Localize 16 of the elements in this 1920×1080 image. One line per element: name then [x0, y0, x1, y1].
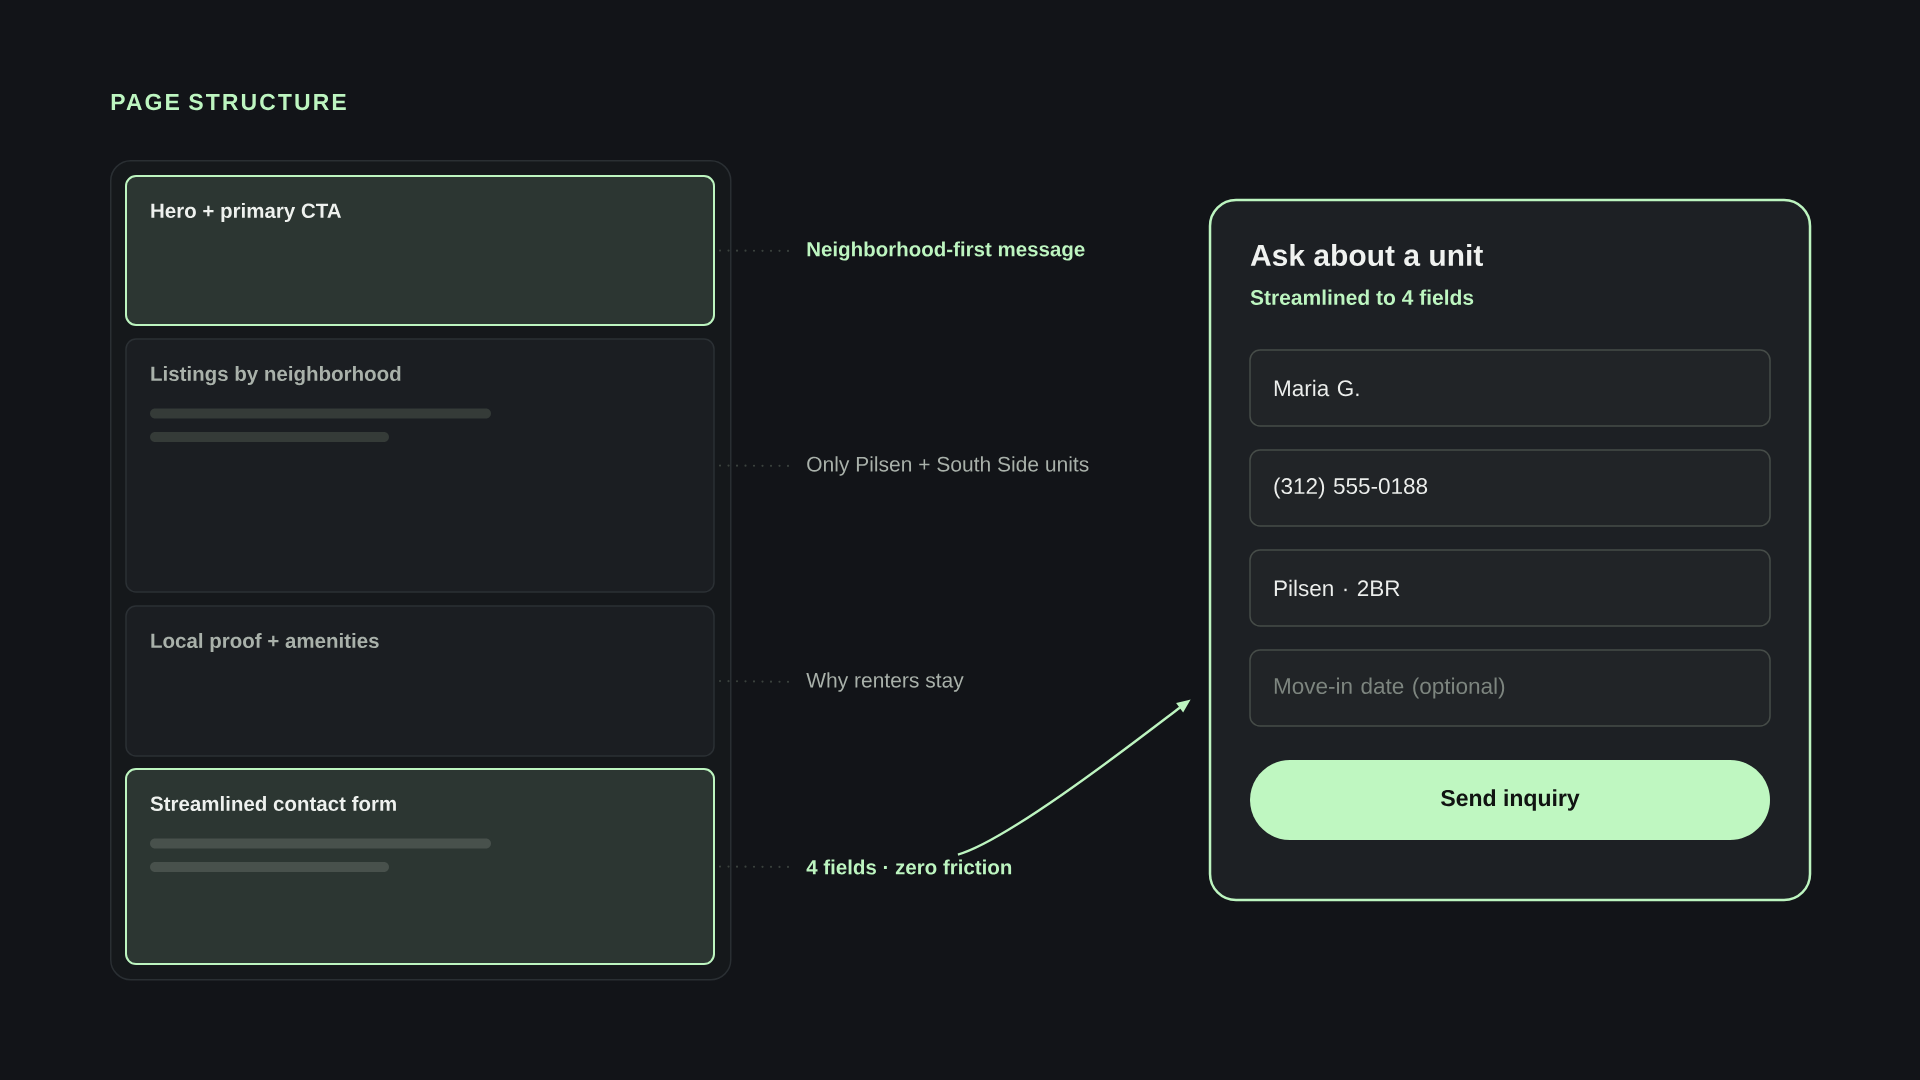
input-field: (312) 555-0188 — [1249, 449, 1771, 527]
send-button: Send inquiry — [1250, 760, 1770, 840]
input-field: Pilsen · 2BR — [1249, 549, 1771, 627]
form-subtitle: Streamlined to 4 fields — [1250, 289, 1474, 305]
section-heading: PAGE STRUCTURE — [111, 93, 346, 111]
section-box: Hero + primary CTA — [125, 175, 715, 326]
annotation-text: Only Pilsen + South Side units — [807, 456, 1089, 476]
annotation-text: 4 fields · zero friction — [806, 859, 1012, 875]
section-box: Streamlined contact form — [125, 768, 715, 965]
form-title: Ask about a unit — [1250, 244, 1483, 267]
section-box: Local proof + amenities — [125, 605, 715, 757]
section-box: Listings by neighborhood — [125, 338, 715, 593]
annotation-text: Neighborhood-first message — [807, 241, 1085, 261]
input-field: Maria G. — [1249, 349, 1771, 427]
input-field: Move-in date (optional) — [1249, 649, 1771, 727]
annotation-text: Why renters stay — [806, 672, 964, 692]
